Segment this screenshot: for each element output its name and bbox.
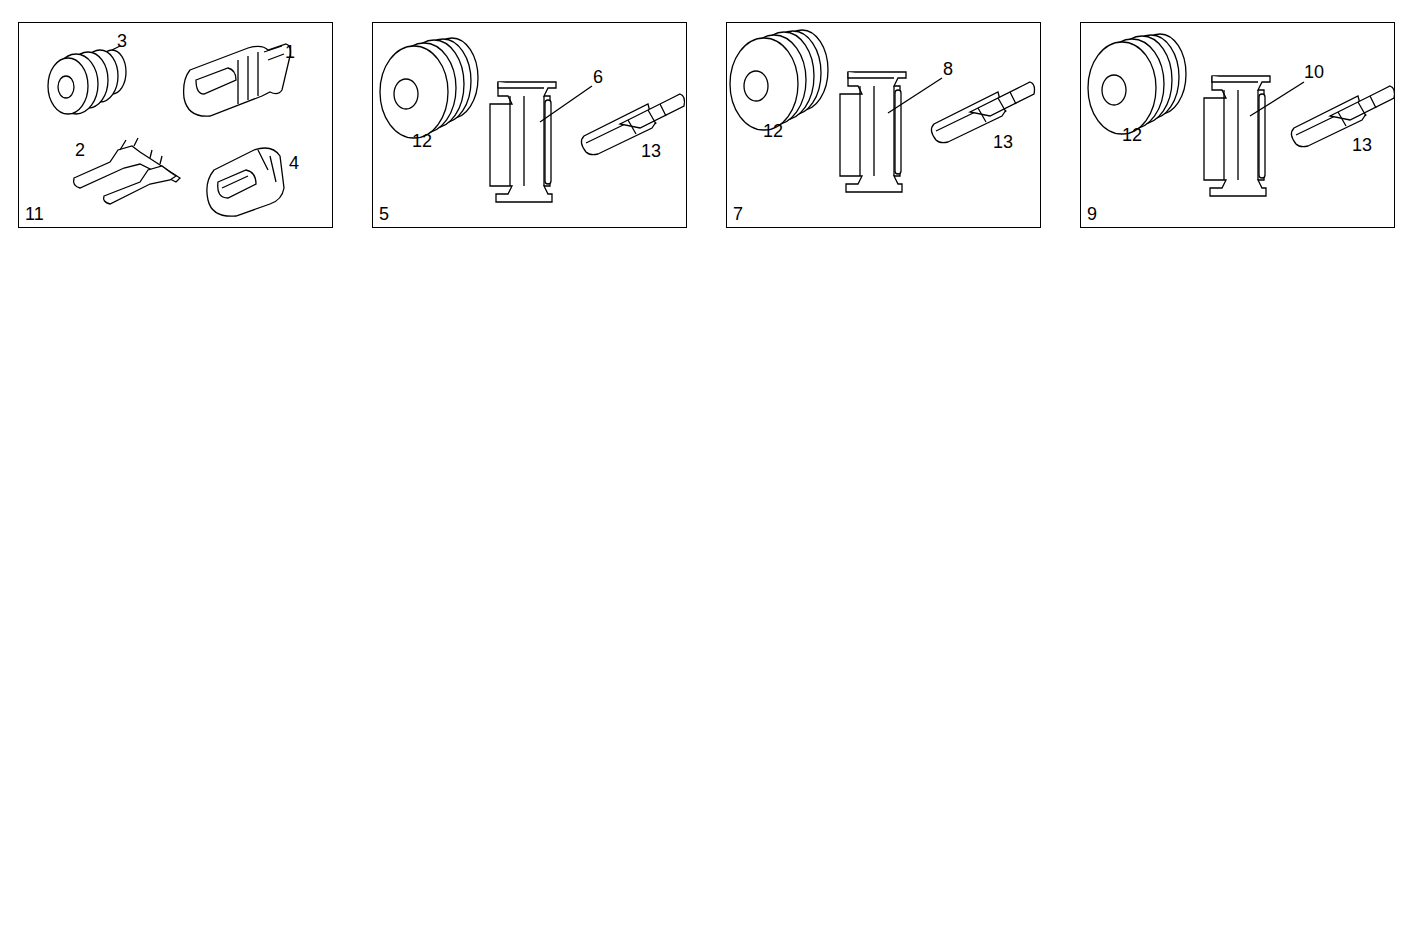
- callout-number: 13: [639, 141, 663, 161]
- panel-number: 7: [733, 205, 743, 223]
- callout-number: 8: [941, 59, 955, 79]
- callout-number: 13: [1350, 135, 1374, 155]
- panel-number: 11: [25, 205, 44, 223]
- callout-number: 12: [761, 121, 785, 141]
- callout-number: 12: [1120, 125, 1144, 145]
- callout-number: 13: [991, 132, 1015, 152]
- callout-number: 6: [591, 67, 605, 87]
- callout-number: 10: [1302, 62, 1326, 82]
- callout-number: 3: [115, 31, 129, 51]
- panel-number: 9: [1087, 205, 1097, 223]
- panel-frame: 5: [372, 22, 687, 228]
- panel-number: 5: [379, 205, 389, 223]
- callout-number: 1: [283, 42, 297, 62]
- callout-number: 2: [73, 140, 87, 160]
- callout-number: 12: [410, 131, 434, 151]
- callout-number: 4: [287, 153, 301, 173]
